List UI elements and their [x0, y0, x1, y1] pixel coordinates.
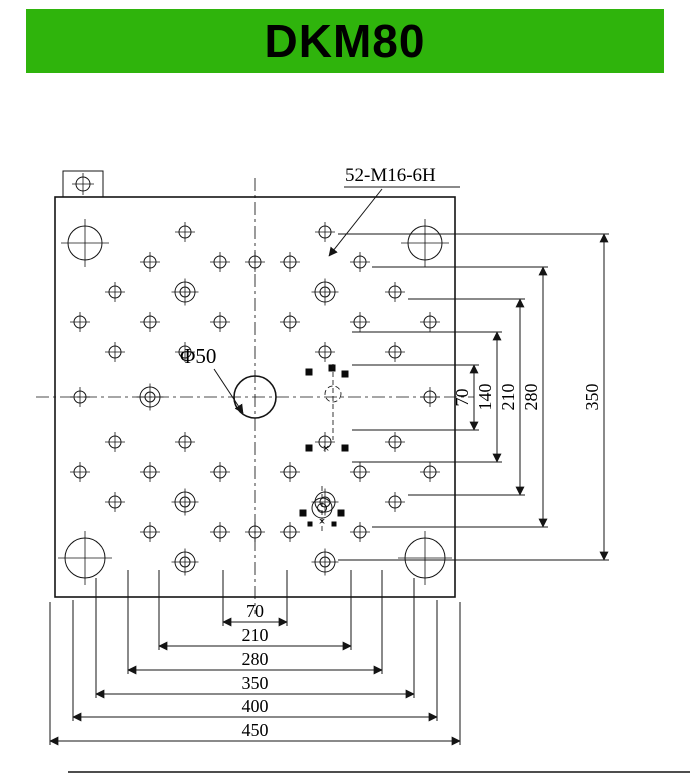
callout-leader: [328, 188, 383, 257]
dimension-value-right: 210: [498, 384, 518, 411]
model-banner: DKM80: [26, 9, 664, 73]
model-title: DKM80: [264, 15, 426, 67]
dimension-value-bottom: 280: [242, 649, 269, 669]
dimension-value-right: 280: [521, 384, 541, 411]
dimension-value-bottom: 350: [242, 673, 269, 693]
dimension-value-right: 140: [475, 384, 495, 411]
locating-square: [331, 521, 337, 527]
center-hole-label: Φ50: [180, 344, 216, 368]
locating-square: [341, 444, 349, 452]
thread-callout-label: 52-M16-6H: [345, 165, 436, 186]
dimension-value-right: 70: [452, 389, 472, 407]
dimension-value-bottom: 400: [242, 696, 269, 716]
dimension-value-bottom: 450: [242, 720, 269, 740]
center-hole-leader: [213, 368, 244, 414]
ejector-hole-inner: [317, 503, 327, 513]
center-hole: [233, 375, 277, 419]
dimension-value-bottom: 210: [242, 625, 269, 645]
lifting-tab: [62, 170, 104, 198]
dashed-circle: [324, 385, 342, 403]
locating-square: [305, 444, 313, 452]
locating-square: [307, 521, 313, 527]
ejector-hole: [311, 497, 333, 519]
locating-square: [305, 368, 313, 376]
locating-square: [341, 370, 349, 378]
dimension-value-right: 350: [582, 384, 602, 411]
x-mark: ×: [318, 517, 326, 527]
x-mark: ×: [322, 444, 330, 454]
locating-square: [299, 509, 307, 517]
dimension-value-bottom: 70: [246, 601, 264, 621]
locating-square: [337, 509, 345, 517]
locating-square: [328, 364, 336, 372]
